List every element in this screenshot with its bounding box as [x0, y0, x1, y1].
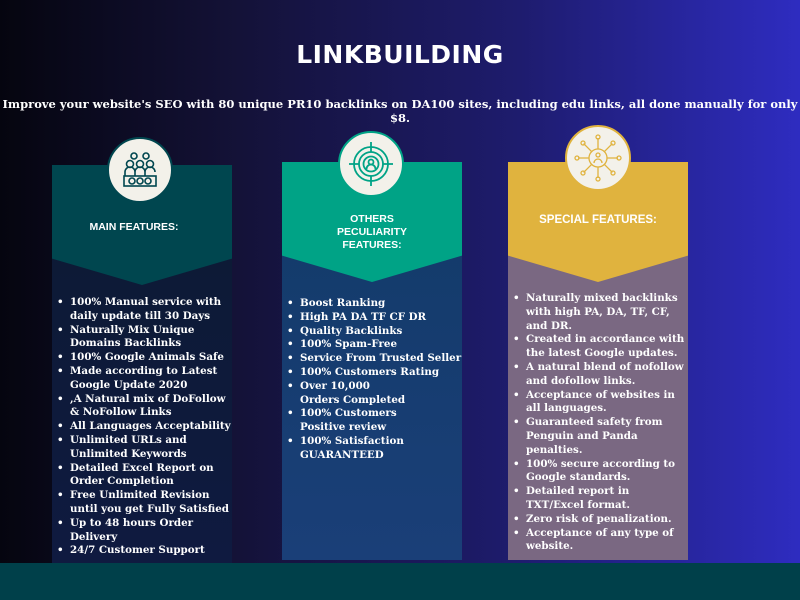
list-item: 100% Spam-Free	[287, 338, 462, 352]
subtitle: Improve your website's SEO with 80 uniqu…	[2, 97, 798, 125]
list-item: Over 10,000 Orders Completed	[287, 380, 462, 408]
card-label: MAIN FEATURES:	[89, 221, 179, 233]
card-main-features: MAIN FEATURES: 100% Manual service with …	[52, 165, 232, 563]
list-item: Quality Backlinks	[287, 325, 462, 339]
list-item: Naturally Mix Unique Domains Backlinks	[57, 324, 232, 352]
list-item: Detailed report in TXT/Excel format.	[513, 485, 688, 513]
list-item: Unlimited URLs and Unlimited Keywords	[57, 434, 232, 462]
list-item: All Languages Acceptability	[57, 420, 232, 434]
list-item: 100% secure according to Google standard…	[513, 458, 688, 486]
card-label: SPECIAL FEATURES:	[539, 214, 657, 226]
list-item: Service From Trusted Seller	[287, 352, 462, 366]
list-item: 100% Google Animals Safe	[57, 351, 232, 365]
list-item: Acceptance of any type of website.	[513, 527, 688, 555]
list-item: 100% Customers Rating	[287, 366, 462, 380]
list-item: A natural blend of nofollow and dofollow…	[513, 361, 688, 389]
list-item: Naturally mixed backlinks with high PA, …	[513, 292, 688, 333]
list-item: ,A Natural mix of DoFollow & NoFollow Li…	[57, 393, 232, 421]
list-item: 100% Satisfaction GUARANTEED	[287, 435, 462, 463]
list-item: Made according to Latest Google Update 2…	[57, 365, 232, 393]
list-item: Created in accordance with the latest Go…	[513, 333, 688, 361]
feature-list: Naturally mixed backlinks with high PA, …	[508, 292, 688, 554]
card-label: OTHERS PECULIARITY FEATURES:	[336, 213, 407, 251]
feature-list: Boost Ranking High PA DA TF CF DR Qualit…	[282, 297, 462, 463]
card-others-peculiarity: OTHERS PECULIARITY FEATURES: Boost Ranki…	[282, 162, 462, 560]
list-item: Up to 48 hours Order Delivery	[57, 517, 232, 545]
card-special-features: SPECIAL FEATURES: Naturally mixed backli…	[508, 162, 688, 560]
list-item: Detailed Excel Report on Order Completio…	[57, 462, 232, 490]
feature-list: 100% Manual service with daily update ti…	[52, 296, 232, 558]
list-item: Free Unlimited Revision until you get Fu…	[57, 489, 232, 517]
target-user-icon	[338, 131, 404, 197]
list-item: Acceptance of websites in all languages.	[513, 389, 688, 417]
page-title: LINKBUILDING	[296, 40, 504, 69]
list-item: High PA DA TF CF DR	[287, 311, 462, 325]
list-item: 24/7 Customer Support	[57, 544, 232, 558]
list-item: Zero risk of penalization.	[513, 513, 688, 527]
footer-band	[0, 563, 800, 600]
network-icon	[565, 125, 631, 191]
list-item: Boost Ranking	[287, 297, 462, 311]
list-item: Guaranteed safety from Penguin and Panda…	[513, 416, 688, 457]
list-item: 100% Manual service with daily update ti…	[57, 296, 232, 324]
list-item: 100% Customers Positive review	[287, 407, 462, 435]
team-icon	[107, 137, 173, 203]
